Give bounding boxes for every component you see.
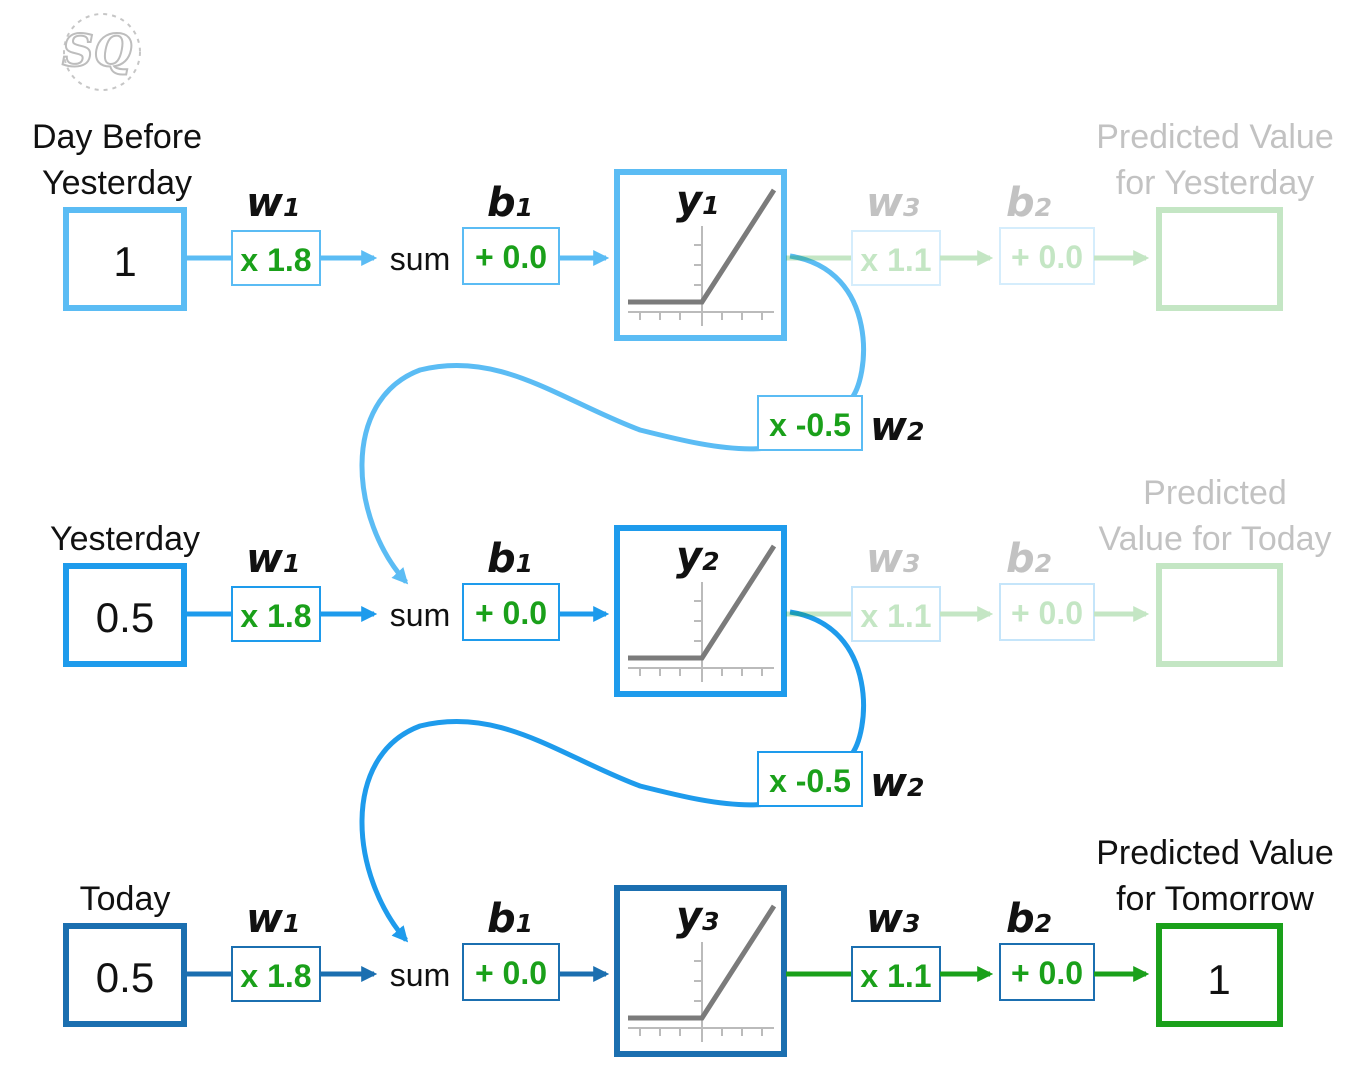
activation-label: y2 [676,534,719,580]
output-branch: w3 x 1.1 b2 + 0.0 [786,536,1283,667]
w1-box [231,230,321,286]
loop-curve-1 [359,253,867,585]
b1-value: + 0.0 [475,239,547,275]
w2-value: x -0.5 [769,407,851,443]
output-label-line2: for Yesterday [1116,164,1314,202]
w3-value: x 1.1 [860,242,931,278]
b1-box [462,583,560,641]
b2-box [999,583,1095,641]
output-box [1156,923,1283,1027]
b2-label: b2 [1006,536,1052,582]
w3-value: x 1.1 [860,958,931,994]
activation-box [614,885,787,1057]
b2-value: + 0.0 [1011,955,1083,991]
output-branch: w3 x 1.1 b2 + 0.0 [786,180,1283,311]
b1-box [462,943,560,1001]
input-label: Today [80,880,171,918]
b2-label: b2 [1006,180,1052,226]
w2-box [757,395,863,451]
activation-label: y1 [676,178,719,224]
sum-label: sum [390,241,450,277]
b2-value: + 0.0 [1011,595,1083,631]
input-label: Yesterday [50,520,200,558]
w3-label: w3 [866,180,920,226]
output-label: Predicted Value for Yesterday [1096,118,1334,202]
sum-label: sum [390,957,450,993]
b1-label: b1 [487,180,533,226]
b1-label: b1 [487,896,533,942]
w1-box [231,586,321,642]
w2-label: w2 [870,760,924,806]
w3-label: w3 [866,896,920,942]
output-box [1156,563,1283,667]
w1-value: x 1.8 [240,958,311,994]
b1-label: b1 [487,536,533,582]
input-label-line2: Yesterday [42,164,192,202]
output-label: Predicted Value for Tomorrow [1096,834,1334,918]
output-box [1156,207,1283,311]
sum-label: sum [390,597,450,633]
logo-text: SQ [62,26,132,77]
feedback-loops [359,253,867,943]
w1-label: w1 [246,536,300,582]
activation-box [614,525,787,697]
w3-value: x 1.1 [860,598,931,634]
input-value: 0.5 [96,954,154,1001]
b2-box [999,943,1095,1001]
activation-box [614,169,787,341]
w1-value: x 1.8 [240,242,311,278]
b2-box [999,227,1095,285]
sq-logo: SQ [61,13,141,91]
b1-value: + 0.0 [475,595,547,631]
output-value: 1 [1207,956,1230,1003]
relu-icon [628,188,777,326]
w3-box [851,586,941,642]
output-label-line2: for Tomorrow [1116,880,1314,918]
b1-value: + 0.0 [475,955,547,991]
b2-value: + 0.0 [1011,239,1083,275]
w2-value: x -0.5 [769,763,851,799]
row-yesterday: Yesterday 0.5 w1 x 1.8 sum b1 + 0.0 y2 w3 x 1.1 b2… [50,474,1332,697]
output-label-line1: Predicted Value [1096,834,1334,872]
w2-label: w2 [870,404,924,450]
activation-label: y3 [676,894,719,940]
output-label-line1: Predicted [1143,474,1287,512]
w1-label: w1 [246,896,300,942]
b1-box [462,227,560,285]
relu-icon [628,904,777,1042]
output-label-line1: Predicted Value [1096,118,1334,156]
input-value: 1 [113,238,136,285]
input-label-line1: Day Before [32,118,202,156]
output-label-line2: Value for Today [1098,520,1331,558]
w1-box [231,946,321,1002]
relu-icon [628,544,777,682]
loop-weight-boxes: x -0.5 w2 x -0.5 w2 [757,395,924,807]
w2-box [757,751,863,807]
b2-label: b2 [1006,896,1052,942]
output-branch: w3 x 1.1 b2 + 0.0 1 [786,896,1283,1027]
loop-curve-2 [359,609,867,943]
w1-value: x 1.8 [240,598,311,634]
w1-label: w1 [246,180,300,226]
row-today: Today 0.5 w1 x 1.8 sum b1 + 0.0 y3 w3 x 1.1 b2 + 0.… [63,834,1334,1057]
input-value: 0.5 [96,594,154,641]
w3-label: w3 [866,536,920,582]
w3-box [851,230,941,286]
input-box [63,923,187,1027]
